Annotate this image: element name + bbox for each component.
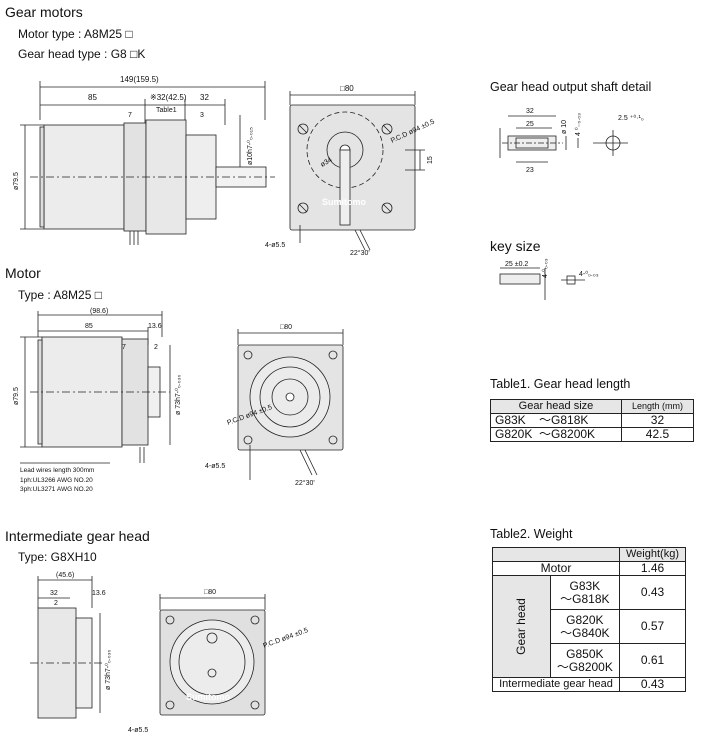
table-row: G850K～G8200K 0.61: [493, 643, 687, 678]
table2-r1-w: 0.43: [618, 575, 687, 610]
motor-type-label: Motor type : A8M25 □: [18, 27, 133, 41]
key-size-drawing: 25 ±0.2 4-⁰₀.₀₃ 4-⁰₀.₀₃: [499, 258, 599, 300]
table2-gear-head-group: Gear head: [492, 575, 551, 678]
motor-dim-85: 85: [85, 323, 93, 330]
table-row: G83K ～G818K 32: [490, 413, 695, 428]
shaft-dim-23: 23: [526, 167, 534, 174]
table-row: Motor 1.46: [492, 561, 687, 576]
dim-holes: 4-ø5.5: [265, 242, 285, 249]
table2-motor-label: Motor: [492, 561, 620, 576]
shaft-dim-25: 25: [526, 121, 534, 128]
table2-motor-val: 1.46: [618, 561, 687, 576]
output-shaft-drawing: 32 25 23 ø 10 4 ⁰₋₀.₀₃ 2.5 ⁺⁰·¹₀: [499, 108, 644, 174]
motor-dim-7: 7: [122, 344, 126, 351]
table1-header-size: Gear head size: [490, 399, 622, 414]
shaft-dim-32: 32: [526, 108, 534, 115]
table2-r1-b: ～G818K: [560, 591, 610, 606]
motor-dim-13-6: 13.6: [148, 323, 162, 330]
inter-dim-32: 32: [50, 590, 58, 597]
table1-r1-from: G83K: [495, 413, 526, 427]
table2-r3-b: ～G8200K: [556, 659, 613, 674]
table2-blank-header: [492, 547, 620, 562]
dim-3: 3: [200, 112, 204, 119]
table2-group-label: Gear head: [513, 598, 528, 655]
gear-motor-drawing: 149(159.5) 85 ※32(42.5) Table1 32 7 3 ø1…: [13, 75, 436, 257]
table1-r2-from: G820K: [495, 427, 533, 441]
inter-dim-shaft: ø 73h7-⁰₀.₀₃₀: [104, 649, 112, 690]
dim-table1-ref: Table1: [156, 107, 177, 114]
table2-header-weight: Weight(kg): [618, 547, 687, 562]
shaft-dim-4: 4 ⁰₋₀.₀₃: [574, 113, 582, 136]
gear-head-length-table: Gear head size Length (mm) G83K ～G818K 3…: [490, 399, 695, 442]
table1-r1-len: 32: [620, 413, 695, 428]
table2-r2-w: 0.57: [618, 609, 687, 644]
sumitomo-logo: Sumitomo: [322, 197, 367, 207]
table-row: Gear head G83K～G818K 0.43: [492, 575, 687, 678]
gear-head-type-label: Gear head type : G8 □K: [18, 47, 146, 61]
table-row: G820K～G840K 0.57: [493, 609, 687, 644]
motor-title: Motor: [5, 265, 41, 281]
table-row: Intermediate gear head 0.43: [492, 677, 687, 692]
motor-type: Type : A8M25 □: [18, 288, 102, 302]
table1-r2-to: ～G8200K: [539, 427, 596, 441]
motor-drawing: (98.6) 85 13.6 7 2 ø79.5 ø 73h7-⁰₀.₀₃₀ □…: [13, 308, 344, 493]
table2-r2-a: G820K: [566, 612, 604, 627]
table1-header-length: Length (mm): [620, 399, 695, 414]
output-shaft-title: Gear head output shaft detail: [490, 80, 652, 94]
dim-15: 15: [427, 156, 434, 164]
dim-overall: 149(159.5): [120, 75, 159, 84]
weight-table: Weight(kg) Motor 1.46 Gear head G83K～G81…: [492, 547, 687, 692]
wire-1ph-note: 1ph:UL3266 AWG NO.20: [20, 477, 93, 484]
key-dim-w2: 4-⁰₀.₀₃: [579, 270, 599, 278]
table-row: G820K ～G8200K 42.5: [490, 427, 695, 442]
dim-7: 7: [128, 112, 132, 119]
inter-dim-13-6: 13.6: [92, 590, 106, 597]
lead-wire-note: Lead wires length 300mm: [20, 467, 94, 474]
inter-dim-pcd: P.C.D ø94 ±0.5: [262, 627, 309, 650]
dim-shaft: ø10h7-⁰₀.₀₁₅: [246, 127, 254, 165]
table2-r2-b: ～G840K: [560, 625, 610, 640]
dim-32b: ※32(42.5): [150, 93, 187, 102]
table1-r2-len: 42.5: [620, 427, 695, 442]
shaft-dim-25b: 2.5 ⁺⁰·¹₀: [618, 114, 644, 122]
motor-dim-sq80: □80: [280, 324, 292, 331]
key-dim-len: 25 ±0.2: [505, 261, 528, 268]
table1-r1-to: ～G818K: [539, 413, 589, 427]
motor-dim-shaft: ø 73h7-⁰₀.₀₃₀: [174, 374, 182, 415]
table2-r3-w: 0.61: [618, 643, 687, 678]
dim-angle: 22°30': [350, 249, 370, 257]
gear-motors-title: Gear motors: [5, 4, 83, 20]
wire-3ph-note: 3ph:UL3271 AWG NO.20: [20, 486, 93, 493]
table1-title: Table1. Gear head length: [490, 377, 631, 391]
motor-dim-overall: (98.6): [90, 308, 108, 315]
intermediate-title: Intermediate gear head: [5, 528, 150, 544]
motor-dim-holes: 4-ø5.5: [205, 463, 225, 470]
table2-inter-label: Intermediate gear head: [492, 677, 620, 692]
shaft-dim-10: ø 10: [561, 120, 568, 134]
inter-dim-holes: 4-ø5.5: [128, 727, 148, 734]
inter-dim-sq80: □80: [204, 589, 216, 596]
key-dim-w1: 4-⁰₀.₀₃: [541, 258, 549, 278]
intermediate-drawing: (45.6) 32 2 13.6 ø 73h7-⁰₀.₀₃₀ □80 P.C.D…: [30, 572, 309, 734]
table2-title: Table2. Weight: [490, 527, 573, 541]
dim-sq80: □80: [340, 84, 354, 93]
dim-85: 85: [88, 93, 97, 102]
motor-dim-body-dia: ø79.5: [13, 387, 20, 405]
inter-dim-overall: (45.6): [56, 572, 74, 579]
motor-dim-2: 2: [154, 344, 158, 351]
dim-32: 32: [200, 93, 209, 102]
key-size-title: key size: [490, 238, 541, 254]
inter-sumitomo-logo: Sumitomo: [186, 692, 231, 702]
intermediate-type: Type: G8XH10: [18, 550, 97, 564]
dim-body-dia: ø79.5: [13, 172, 20, 190]
table2-r1-a: G83K: [569, 578, 601, 593]
table2-inter-val: 0.43: [618, 677, 687, 692]
inter-dim-2: 2: [54, 600, 58, 607]
motor-dim-angle: 22°30': [295, 479, 315, 487]
table2-r3-a: G850K: [566, 646, 604, 661]
